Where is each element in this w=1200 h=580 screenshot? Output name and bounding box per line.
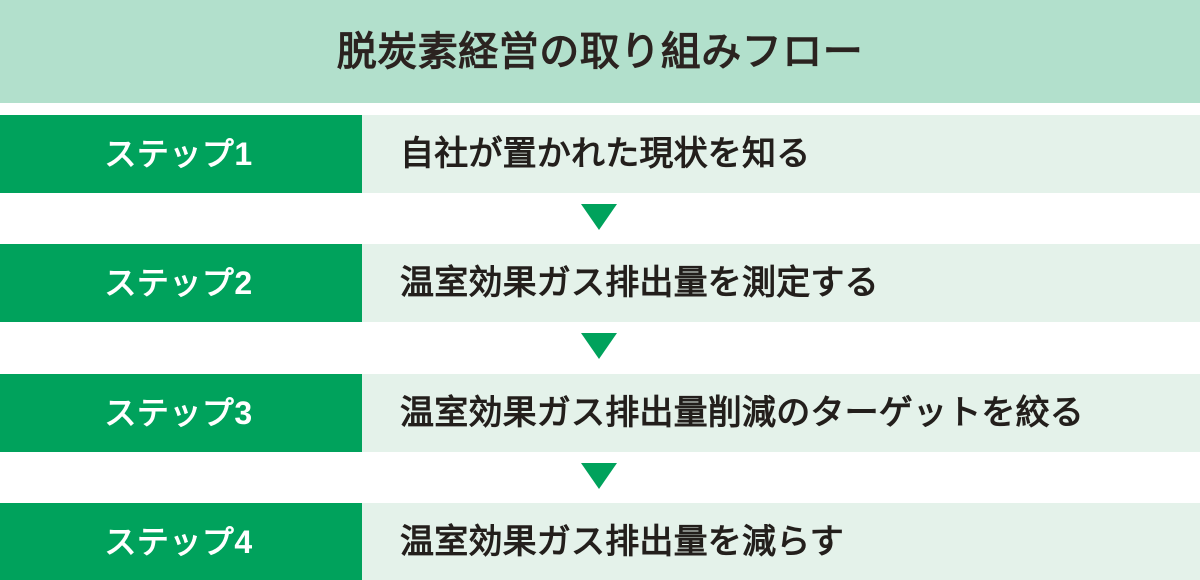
flow-step-row-1: ステップ1 自社が置かれた現状を知る xyxy=(0,115,1200,193)
triangle-down-icon xyxy=(581,463,617,489)
step-description-box-4: 温室効果ガス排出量を減らす xyxy=(362,503,1200,580)
step-label-box-2: ステップ2 xyxy=(0,244,362,322)
step-description-box-2: 温室効果ガス排出量を測定する xyxy=(362,244,1200,322)
step-description-1: 自社が置かれた現状を知る xyxy=(400,135,811,173)
step-description-box-1: 自社が置かれた現状を知る xyxy=(362,115,1200,193)
triangle-down-icon xyxy=(581,204,617,230)
step-label-2: ステップ2 xyxy=(104,265,253,301)
step-description-2: 温室効果ガス排出量を測定する xyxy=(400,264,879,302)
flow-header-banner: 脱炭素経営の取り組みフロー xyxy=(0,0,1200,103)
step-label-1: ステップ1 xyxy=(104,136,253,172)
step-label-4: ステップ4 xyxy=(104,523,253,560)
step-description-4: 温室効果ガス排出量を減らす xyxy=(400,522,844,561)
triangle-down-icon xyxy=(581,333,617,359)
flow-step-row-2: ステップ2 温室効果ガス排出量を測定する xyxy=(0,244,1200,322)
step-label-3: ステップ3 xyxy=(104,395,253,431)
step-label-box-1: ステップ1 xyxy=(0,115,362,193)
flow-step-row-3: ステップ3 温室効果ガス排出量削減のターゲットを絞る xyxy=(0,374,1200,452)
flow-step-row-4: ステップ4 温室効果ガス排出量を減らす xyxy=(0,503,1200,580)
step-label-box-4: ステップ4 xyxy=(0,503,362,580)
step-description-3: 温室効果ガス排出量削減のターゲットを絞る xyxy=(400,394,1084,432)
page-title: 脱炭素経営の取り組みフロー xyxy=(336,29,864,74)
step-description-box-3: 温室効果ガス排出量削減のターゲットを絞る xyxy=(362,374,1200,452)
step-label-box-3: ステップ3 xyxy=(0,374,362,452)
